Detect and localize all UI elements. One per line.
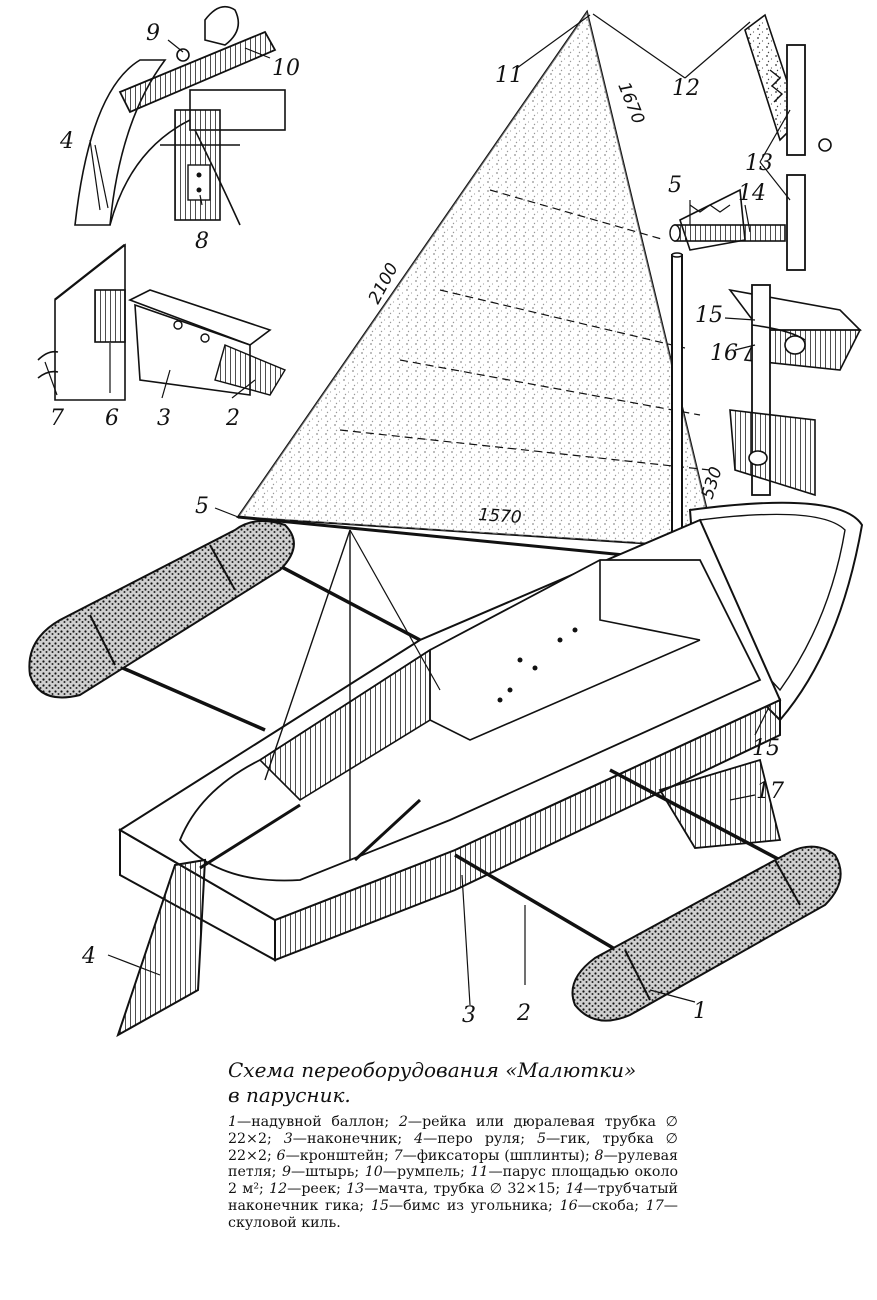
callout-1: 1 — [693, 999, 707, 1024]
legend-number: 14 — [565, 1181, 584, 1198]
legend-number: 3 — [283, 1130, 293, 1147]
inset-beam-bracket — [728, 284, 862, 497]
dim-luff: 1670 — [613, 79, 648, 127]
legend-text: румпель; — [396, 1164, 465, 1181]
legend-number: 7 — [393, 1147, 403, 1164]
callout-8: 8 — [195, 229, 209, 254]
legend-entry: 17—скуловой киль. — [228, 1197, 678, 1231]
callout-15-main: 15 — [752, 736, 780, 761]
callout-17: 17 — [756, 779, 784, 804]
legend-number: 10 — [364, 1164, 383, 1181]
caption-title-line2: в парусник. — [228, 1083, 351, 1107]
legend-text: фиксаторы (шплинты); — [416, 1147, 590, 1164]
legend-entry: 4—перо руля; — [414, 1130, 525, 1147]
callout-5: 5 — [195, 494, 209, 519]
callout-10: 10 — [272, 56, 300, 81]
inset-mast-top — [744, 13, 832, 271]
callout-7: 7 — [50, 406, 64, 431]
inset-bracket — [37, 243, 287, 401]
legend-entry: 12—реек; — [269, 1181, 341, 1198]
legend-text: рулевая петля; — [228, 1147, 679, 1181]
dim-mast-height: 530 — [698, 465, 727, 502]
legend-number: 6 — [276, 1147, 286, 1164]
legend-number: 1 — [228, 1114, 238, 1130]
inset-boom-fitting — [669, 188, 786, 251]
legend-number: 12 — [269, 1181, 288, 1198]
legend-number: 11 — [470, 1164, 489, 1181]
inset-callout-5: 5 — [668, 173, 682, 198]
caption: Схема переоборудования «Малютки» в парус… — [228, 1058, 678, 1232]
callout-2: 2 — [516, 1001, 531, 1026]
legend-entry: 15—бимс из угольника; — [370, 1197, 553, 1214]
float-right — [571, 845, 842, 1022]
callout-14: 14 — [738, 181, 766, 206]
sail — [236, 9, 718, 550]
legend-text: трубчатый наконечник гика; — [228, 1181, 678, 1214]
legend-entry: 6—кронштейн; — [276, 1147, 389, 1164]
float-left — [28, 520, 295, 699]
dim-foot: 1570 — [478, 505, 523, 528]
callout-12: 12 — [672, 76, 700, 101]
inset-callout-3: 3 — [157, 406, 171, 431]
boat-conversion-diagram: 9 10 4 8 7 6 3 2 11 12 13 5 14 15 16 5 1… — [28, 5, 864, 1038]
callout-3: 3 — [462, 1003, 476, 1028]
legend-entry: 2—рейка или дюралевая трубка ∅ 22×2; — [228, 1114, 678, 1147]
legend-text: бимс из угольника; — [403, 1197, 553, 1214]
legend-entry: 11—парус площадью около 2 м²; — [228, 1164, 678, 1198]
callout-11: 11 — [495, 63, 523, 88]
legend-number: 15 — [370, 1197, 389, 1214]
legend-text: перо руля; — [437, 1130, 525, 1147]
legend-text: надувной баллон; — [251, 1114, 390, 1130]
legend-entry: 10—румпель; — [364, 1164, 465, 1181]
callout-6: 6 — [105, 406, 119, 431]
legend-entry: 1—надувной баллон; — [228, 1114, 390, 1130]
legend-text: реек; — [301, 1181, 341, 1198]
legend-text: кронштейн; — [299, 1147, 389, 1164]
legend-entry: 9—штырь; — [282, 1164, 360, 1181]
legend-text: скуловой киль. — [228, 1214, 341, 1231]
hull — [118, 501, 864, 962]
legend-text: наконечник; — [306, 1130, 403, 1147]
legend-text: рейка или дюралевая трубка ∅ 22×2; — [228, 1114, 678, 1147]
legend-entry: 8—рулевая петля; — [228, 1147, 679, 1181]
legend-number: 13 — [346, 1181, 365, 1198]
inset-callout-2: 2 — [225, 406, 240, 431]
legend-text: скоба; — [591, 1197, 639, 1214]
rudder-blade — [116, 858, 207, 1038]
legend-text: парус площадью около 2 м²; — [228, 1164, 678, 1198]
boom — [237, 515, 677, 562]
callout-4: 4 — [81, 944, 96, 969]
callout-16: 16 — [710, 341, 738, 366]
legend-number: 9 — [282, 1164, 292, 1181]
callout-13: 13 — [745, 151, 773, 176]
legend-entry: 7—фиксаторы (шплинты); — [393, 1147, 590, 1164]
legend-text: штырь; — [305, 1164, 360, 1181]
caption-title: Схема переоборудования «Малютки» в парус… — [228, 1058, 678, 1108]
legend-number: 17 — [645, 1197, 664, 1214]
callout-9: 9 — [146, 21, 160, 46]
inset-callout-4: 4 — [59, 129, 74, 154]
caption-title-line1: Схема переоборудования «Малютки» — [228, 1058, 637, 1082]
leader-lines — [44, 13, 791, 1006]
legend-number: 4 — [414, 1130, 424, 1147]
bilge-keel — [658, 758, 782, 849]
sail-batten-lines — [237, 189, 717, 549]
legend-entry: 5—гик, трубка ∅ 22×2; — [228, 1130, 679, 1164]
legend-number: 8 — [594, 1147, 604, 1164]
legend-text: гик, трубка ∅ 22×2; — [228, 1130, 679, 1164]
legend-entry: 14—трубчатый наконечник гика; — [228, 1181, 678, 1214]
legend-entry: 13—мачта, трубка ∅ 32×15; — [346, 1181, 561, 1198]
callout-15: 15 — [695, 303, 723, 328]
legend-entry: 3—наконечник; — [283, 1130, 403, 1147]
legend-entry: 16—скоба; — [559, 1197, 639, 1214]
legend-text: мачта, трубка ∅ 32×15; — [378, 1181, 561, 1198]
legend-number: 16 — [559, 1197, 578, 1214]
tiller — [199, 803, 301, 870]
legend-number: 5 — [537, 1130, 547, 1147]
inset-rudder-fitting — [74, 5, 286, 226]
caption-legend: 1—надувной баллон; 2—рейка или дюралевая… — [228, 1114, 678, 1232]
callout-numbers: 9 10 4 8 7 6 3 2 11 12 13 5 14 15 16 5 1… — [50, 21, 784, 1028]
legend-number: 2 — [398, 1114, 408, 1130]
